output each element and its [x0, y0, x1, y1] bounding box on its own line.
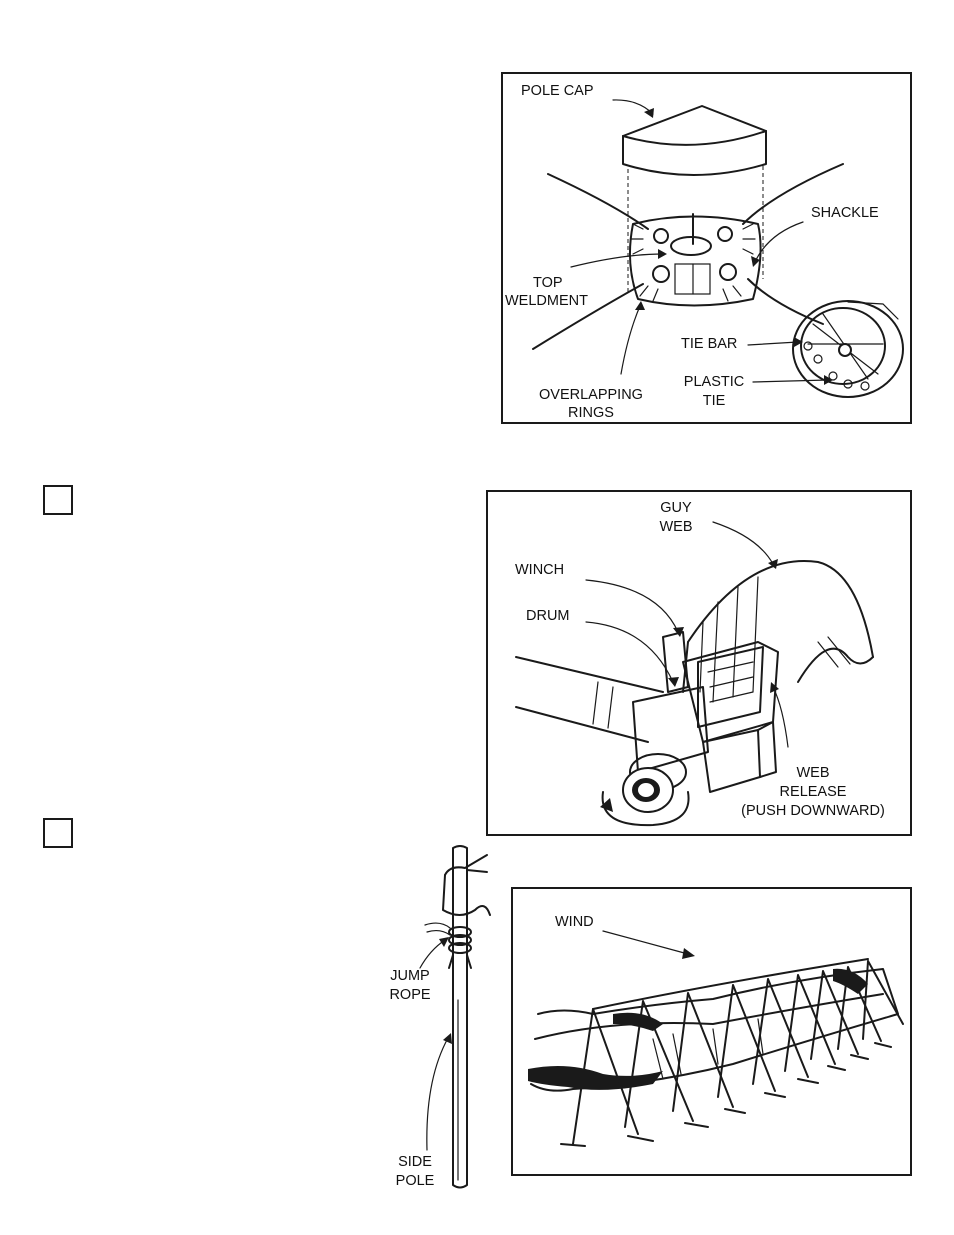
step-checkbox-2[interactable]: [43, 818, 73, 848]
label-plastic-tie-2: TIE: [676, 392, 752, 410]
label-guy-web-2: WEB: [636, 518, 716, 536]
label-plastic-tie-1: PLASTIC: [676, 373, 752, 391]
label-guy-web-1: GUY: [636, 499, 716, 517]
label-shackle: SHACKLE: [811, 204, 879, 222]
figure-pole-cap: POLE CAP SHACKLE TOP WELDMENT TIE BAR PL…: [501, 72, 912, 424]
label-web-release-2: RELEASE: [728, 783, 898, 801]
label-drum: DRUM: [526, 607, 570, 625]
label-wind: WIND: [555, 913, 594, 931]
label-side-pole-2: POLE: [385, 1172, 445, 1190]
label-web-release-3: (PUSH DOWNWARD): [728, 802, 898, 820]
label-pole-cap: POLE CAP: [521, 82, 594, 100]
label-winch: WINCH: [515, 561, 564, 579]
figure-side-pole: JUMP ROPE SIDE POLE: [365, 840, 505, 1200]
label-web-release-1: WEB: [728, 764, 898, 782]
label-top-weldment-1: TOP: [533, 274, 563, 292]
label-overlapping-rings-2: RINGS: [531, 404, 651, 422]
label-jump-rope-2: ROPE: [380, 986, 440, 1004]
wind-illustration: [513, 889, 914, 1178]
label-overlapping-rings-1: OVERLAPPING: [531, 386, 651, 404]
figure-winch: GUY WEB WINCH DRUM WEB RELEASE (PUSH DOW…: [486, 490, 912, 836]
figure-wind: WIND: [511, 887, 912, 1176]
side-pole-illustration: [365, 840, 505, 1200]
label-top-weldment-2: WELDMENT: [505, 292, 588, 310]
step-checkbox-1[interactable]: [43, 485, 73, 515]
label-tie-bar: TIE BAR: [681, 335, 737, 353]
label-side-pole-1: SIDE: [385, 1153, 445, 1171]
label-jump-rope-1: JUMP: [380, 967, 440, 985]
